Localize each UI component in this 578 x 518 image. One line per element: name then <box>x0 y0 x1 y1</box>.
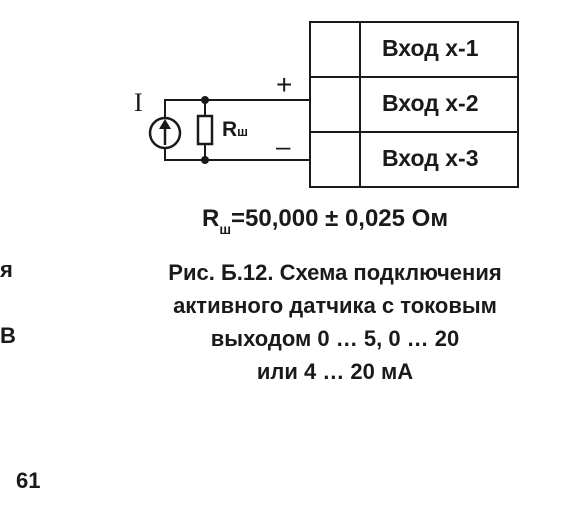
left-margin-fragment: я <box>0 257 13 282</box>
terminal-block <box>309 21 519 188</box>
terminal-label-input-2: Вход х-2 <box>382 90 479 116</box>
current-source-icon <box>148 116 182 150</box>
plus-sign: + <box>276 69 293 100</box>
figure-caption-line-4: или 4 … 20 мА <box>256 359 414 384</box>
formula-value: =50,000 ± 0,025 Ом <box>231 205 449 232</box>
minus-sign: – <box>276 131 291 161</box>
terminal-block-frame <box>309 21 519 188</box>
figure-caption-line-3: выходом 0 … 5, 0 … 20 <box>210 326 460 351</box>
negative-wire <box>164 148 310 161</box>
junction-dot-top <box>201 96 209 104</box>
terminal-label-input-1: Вход х-1 <box>382 35 479 61</box>
page-number: 61 <box>16 468 41 493</box>
resistor-label: Rш <box>222 118 248 142</box>
junction-dot-bottom <box>201 156 209 164</box>
left-margin-fragment: В <box>0 323 16 348</box>
figure-caption-line-2: активного датчика с токовым <box>173 293 497 318</box>
terminal-label-input-3: Вход х-3 <box>382 145 479 171</box>
formula-subscript: ш <box>219 221 232 237</box>
resistor-symbol: R <box>222 118 238 141</box>
resistor-subscript: ш <box>237 124 249 139</box>
figure-caption-line-1: Рис. Б.12. Схема подключения <box>168 260 502 285</box>
shunt-formula: Rш=50,000 ± 0,025 Ом <box>202 205 449 237</box>
current-label: I <box>134 88 143 117</box>
shunt-resistor-icon <box>196 114 214 146</box>
formula-symbol: R <box>202 205 220 232</box>
positive-wire <box>164 99 310 118</box>
